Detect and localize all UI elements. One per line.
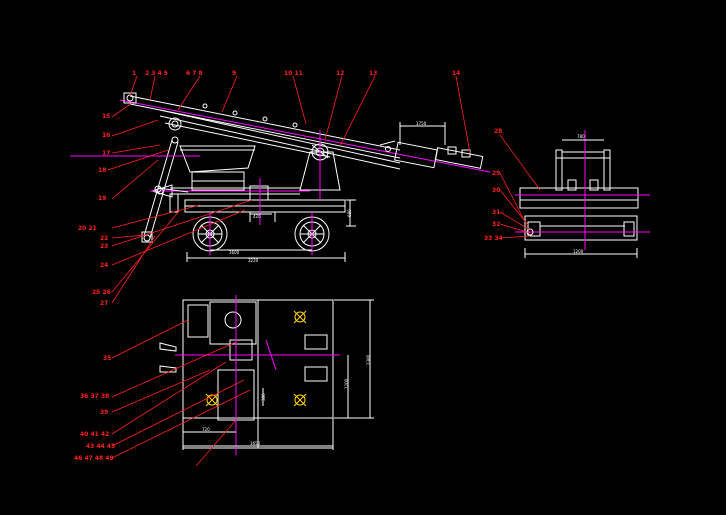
- dim-overall-length-text: 3220: [248, 258, 259, 263]
- front-stand: [154, 185, 189, 193]
- end-elevation-view: 780 1200: [515, 130, 650, 258]
- label-25-26: 25 26: [92, 289, 111, 296]
- dim-pump-width: 420: [250, 213, 272, 219]
- label-12: 12: [336, 70, 344, 77]
- dim-plan-left-text: 720: [202, 427, 210, 432]
- label-28: 28: [494, 128, 502, 135]
- dim-end-width-text: 1200: [573, 249, 584, 254]
- dim-plan-height: 2380: [334, 299, 374, 419]
- label-10-11: 10 11: [284, 70, 303, 77]
- dim-plan-inner-height: 1200: [344, 355, 349, 418]
- label-32: 32: [492, 221, 500, 228]
- part-labels: 1 2 3 4 5 6 7 8 9 10 11 12 13 14 15 16 1…: [74, 70, 503, 462]
- label-22: 22: [100, 235, 108, 242]
- dim-boom-extension-text: 1750: [416, 121, 427, 126]
- side-elevation-view: 1750 420 1600 3220 680: [70, 92, 491, 263]
- label-29: 29: [492, 170, 500, 177]
- dim-pump-width-text: 420: [253, 214, 261, 219]
- label-13: 13: [369, 70, 377, 77]
- plan-view: 2380 1200 380 720 1650: [159, 295, 374, 455]
- dim-plan-small-text: 380: [261, 393, 266, 401]
- label-39: 39: [100, 409, 108, 416]
- dim-end-top-text: 780: [577, 134, 585, 139]
- label-35: 35: [103, 355, 111, 362]
- label-2-5: 2 3 4 5: [145, 70, 168, 77]
- label-20-21: 20 21: [78, 225, 97, 232]
- label-1: 1: [132, 70, 136, 77]
- label-19: 19: [98, 195, 106, 202]
- dim-plan-small: 380: [261, 388, 266, 406]
- label-30: 30: [492, 187, 500, 194]
- label-16: 16: [102, 132, 110, 139]
- feed-screw: [150, 184, 310, 201]
- label-15: 15: [102, 113, 110, 120]
- plan-hatch-marks: [205, 310, 307, 407]
- label-27: 27: [100, 300, 108, 307]
- dim-wheelbase-text: 1600: [229, 250, 240, 255]
- label-31: 31: [492, 209, 500, 216]
- dim-end-width: 1200: [524, 248, 638, 258]
- label-33-34: 33 34: [484, 235, 503, 242]
- dim-plan-width: 1650: [182, 440, 334, 450]
- plan-side-feet: [159, 342, 177, 373]
- dim-wheelbase: 1600: [210, 249, 312, 255]
- label-24: 24: [100, 262, 108, 269]
- dim-end-top: 780: [562, 134, 604, 141]
- label-9: 9: [232, 70, 236, 77]
- dim-plan-inner-height-text: 1200: [344, 378, 349, 389]
- dim-chassis-height: 680: [346, 199, 356, 227]
- dim-plan-height-text: 2380: [366, 354, 371, 365]
- label-14: 14: [452, 70, 460, 77]
- label-23: 23: [100, 243, 108, 250]
- label-18: 18: [98, 167, 106, 174]
- boom-telescopic-head: [379, 140, 484, 169]
- hopper: [179, 145, 256, 191]
- dim-chassis-height-text: 680: [347, 209, 352, 217]
- dim-plan-left: 720: [183, 427, 236, 433]
- dim-overall-length: 3220: [186, 252, 346, 263]
- label-40-42: 40 41 42: [80, 431, 109, 438]
- dim-boom-extension: 1750: [399, 121, 446, 145]
- label-17: 17: [102, 150, 110, 157]
- dim-plan-width-text: 1650: [250, 441, 261, 446]
- label-6-8: 6 7 8: [186, 70, 203, 77]
- label-46-49: 46 47 48 49: [74, 455, 114, 462]
- label-43-45: 43 44 45: [86, 443, 115, 450]
- leader-lines: [107, 75, 541, 467]
- label-36-38: 36 37 38: [80, 393, 109, 400]
